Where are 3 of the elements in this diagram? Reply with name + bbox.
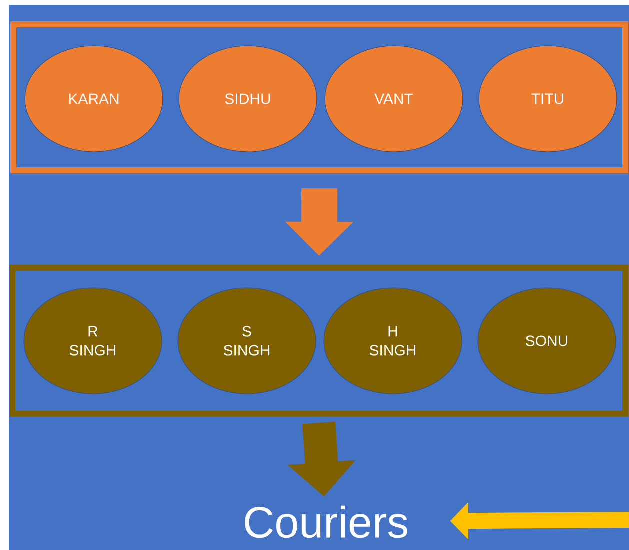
- group-box: [10, 265, 628, 417]
- title-text: Couriers: [245, 506, 408, 538]
- group-box: [10, 22, 628, 174]
